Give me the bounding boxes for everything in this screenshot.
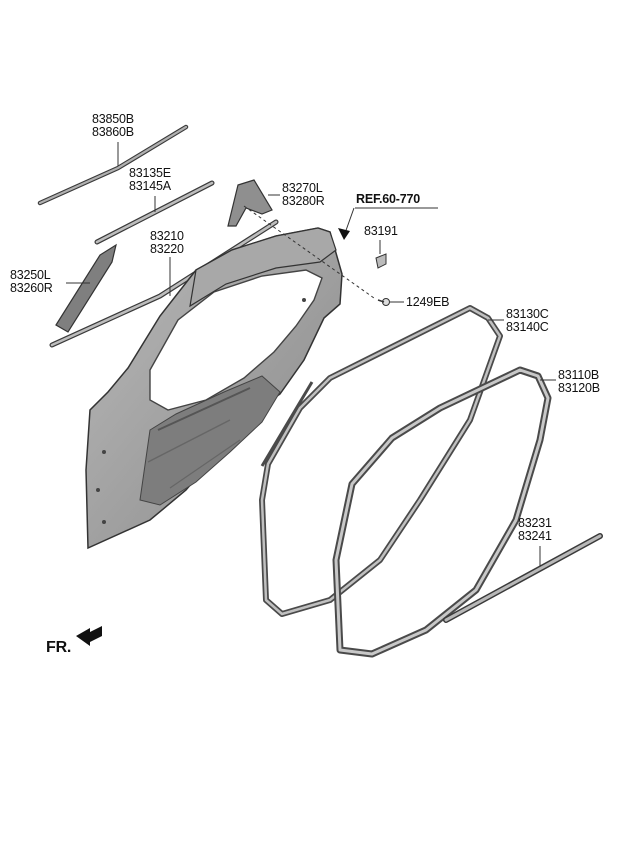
door-weatherstrip-part bbox=[332, 366, 552, 658]
door-panel bbox=[85, 227, 343, 550]
label-door-frame-molding: 83210 83220 bbox=[150, 230, 184, 256]
part-number: 83191 bbox=[364, 224, 398, 238]
label-reference: REF.60-770 bbox=[356, 193, 420, 206]
part-number: 83250L bbox=[10, 268, 51, 282]
front-marker-text: FR. bbox=[46, 639, 72, 656]
label-upper-molding: 83850B 83860B bbox=[92, 113, 134, 139]
part-number: 83210 bbox=[150, 229, 184, 243]
part-number: 83270L bbox=[282, 181, 323, 195]
part-number: 83860B bbox=[92, 125, 134, 139]
part-number: 83145A bbox=[129, 179, 171, 193]
belt-molding-part bbox=[94, 180, 215, 245]
label-pillar-garnish: 83250L 83260R bbox=[10, 269, 53, 295]
bolt-part bbox=[377, 298, 390, 306]
reference-code: REF.60-770 bbox=[356, 192, 421, 206]
leader-lines bbox=[66, 142, 556, 566]
arrow-icon bbox=[76, 626, 102, 646]
part-number: 83120B bbox=[558, 381, 600, 395]
part-number: 83231 bbox=[518, 516, 552, 530]
label-bolt: 1249EB bbox=[406, 296, 449, 309]
pillar-garnish-part bbox=[55, 243, 117, 333]
part-number: 83140C bbox=[506, 320, 549, 334]
label-body-side-weatherstrip: 83130C 83140C bbox=[506, 308, 549, 334]
part-number: 83220 bbox=[150, 242, 184, 256]
label-belt-molding: 83135E 83145A bbox=[129, 167, 171, 193]
delta-garnish-part bbox=[227, 179, 273, 227]
part-number: 83241 bbox=[518, 529, 552, 543]
lower-weatherstrip-part bbox=[443, 533, 603, 623]
upper-molding-part bbox=[37, 124, 189, 206]
label-plug: 83191 bbox=[364, 225, 398, 238]
part-number: 83260R bbox=[10, 281, 53, 295]
label-lower-weatherstrip: 83231 83241 bbox=[518, 517, 552, 543]
part-number: 83850B bbox=[92, 112, 134, 126]
front-marker: FR. bbox=[46, 639, 72, 656]
label-door-weatherstrip: 83110B 83120B bbox=[558, 369, 600, 395]
ref-arrow-icon bbox=[338, 228, 350, 240]
part-number: 83130C bbox=[506, 307, 549, 321]
door-frame-molding-part bbox=[49, 219, 279, 348]
label-delta-garnish: 83270L 83280R bbox=[282, 182, 325, 208]
part-number: 1249EB bbox=[406, 295, 450, 309]
part-number: 83110B bbox=[558, 368, 599, 382]
part-number: 83280R bbox=[282, 194, 325, 208]
part-number: 83135E bbox=[129, 166, 171, 180]
plug-part bbox=[375, 253, 387, 269]
